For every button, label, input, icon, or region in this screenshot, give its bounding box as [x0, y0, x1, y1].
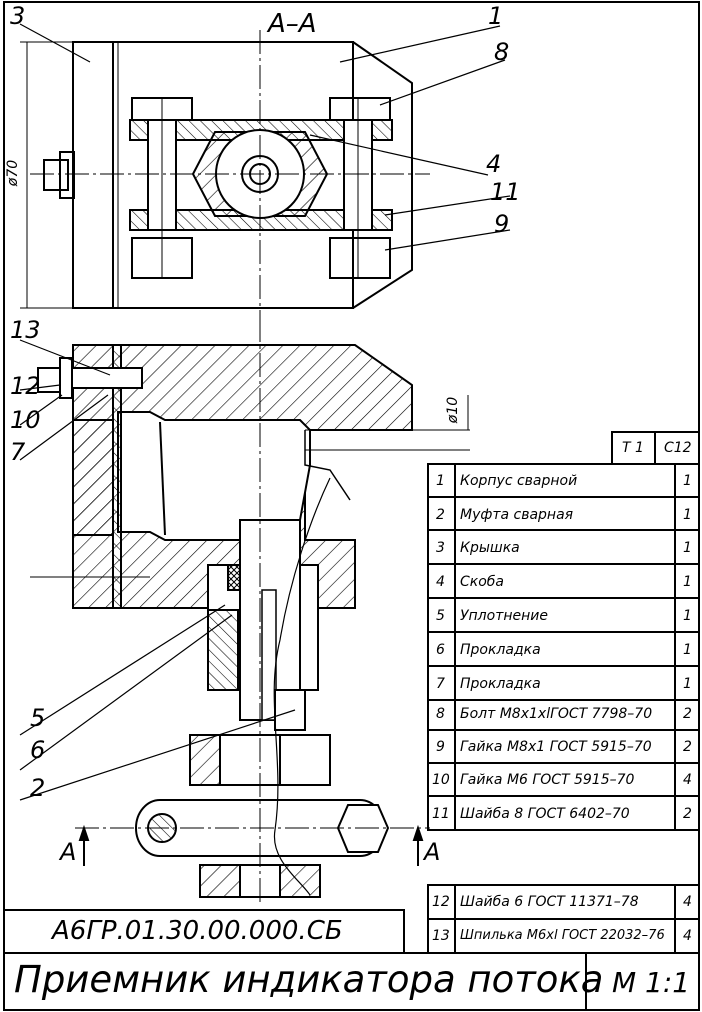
- table-row-qty: 1: [683, 473, 692, 489]
- dimension-d10: ø10: [445, 396, 462, 424]
- table-row-qty: 1: [683, 540, 692, 556]
- table-row-name: Шайба 8 ГОСТ 6402–70: [460, 806, 630, 822]
- cut-marker-right: A: [424, 838, 441, 866]
- table-row-qty: 1: [683, 642, 692, 658]
- drawing-title: Приемник индикатора потока: [14, 958, 604, 1001]
- table-row-qty: 4: [683, 772, 692, 788]
- table-row-name: Шпилька М6xl ГОСТ 22032–76: [460, 928, 665, 943]
- table-row-num: 6: [436, 642, 445, 658]
- callout-3: 3: [10, 2, 26, 30]
- table-row-num: 7: [436, 676, 445, 692]
- table-row-num: 13: [432, 928, 450, 944]
- callout-8: 8: [494, 38, 510, 66]
- table-row-num: 8: [436, 706, 445, 722]
- table-row-name: Прокладка: [460, 642, 541, 658]
- callout-10: 10: [10, 406, 41, 434]
- top-view: [20, 30, 430, 330]
- table-row-qty: 2: [683, 739, 692, 755]
- table-header-sheet: T 1: [622, 440, 644, 456]
- table-row-num: 12: [432, 894, 450, 910]
- callout-9: 9: [494, 210, 510, 238]
- table-row-name: Прокладка: [460, 676, 541, 692]
- dimension-d70: ø70: [5, 159, 22, 187]
- callout-7: 7: [10, 438, 26, 466]
- callout-4: 4: [486, 150, 502, 178]
- callout-2: 2: [30, 774, 46, 802]
- section-label: A–A: [268, 9, 317, 39]
- drawing-code: А6ГР.01.30.00.000.СБ: [52, 916, 343, 946]
- table-row-qty: 1: [683, 608, 692, 624]
- table-row-name: Корпус сварной: [460, 473, 578, 489]
- table-row-num: 11: [432, 806, 450, 822]
- callout-5: 5: [30, 704, 46, 732]
- table-row-num: 5: [436, 608, 445, 624]
- table-row-num: 1: [436, 473, 445, 489]
- table-row-name: Уплотнение: [460, 608, 548, 624]
- table-header-code: C12: [664, 440, 692, 456]
- callout-11: 11: [490, 178, 521, 206]
- table-row-qty: 2: [683, 706, 692, 722]
- table-row-qty: 4: [683, 894, 692, 910]
- table-row-name: Гайка М6 ГОСТ 5915–70: [460, 772, 635, 788]
- table-row-qty: 4: [683, 928, 692, 944]
- callout-13: 13: [10, 316, 41, 344]
- table-row-qty: 1: [683, 574, 692, 590]
- front-section: [30, 318, 470, 905]
- table-row-name: Болт М8x1xlГОСТ 7798–70: [460, 706, 653, 722]
- table-row-num: 2: [436, 507, 445, 523]
- table-row-qty: 1: [683, 507, 692, 523]
- table-row-num: 9: [436, 739, 445, 755]
- leader-lines: [19, 23, 511, 801]
- table-row-qty: 1: [683, 676, 692, 692]
- cut-marker-left: A: [60, 838, 77, 866]
- table-row-name: Крышка: [460, 540, 520, 556]
- table-row-name: Скоба: [460, 574, 505, 590]
- table-row-name: Муфта сварная: [460, 507, 574, 523]
- parts-table-grid: [3, 431, 700, 1010]
- table-row-name: Гайка М8x1 ГОСТ 5915–70: [460, 739, 652, 755]
- table-row-num: 10: [432, 772, 450, 788]
- callout-12: 12: [10, 372, 41, 400]
- callout-6: 6: [30, 736, 46, 764]
- table-row-qty: 2: [683, 806, 692, 822]
- table-row-num: 4: [436, 574, 445, 590]
- table-row-num: 3: [436, 540, 445, 556]
- table-row-name: Шайба 6 ГОСТ 11371–78: [460, 894, 639, 910]
- drawing-scale: М 1:1: [612, 966, 691, 999]
- callout-1: 1: [488, 2, 504, 30]
